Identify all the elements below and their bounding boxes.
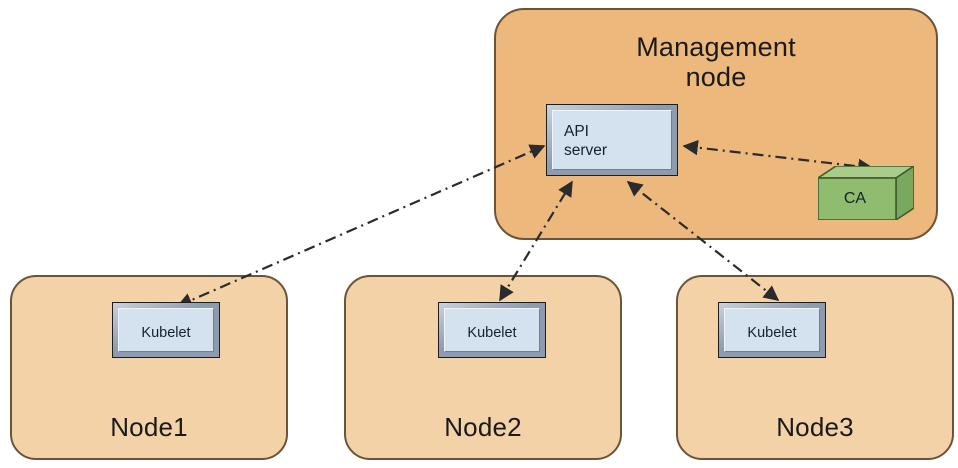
management-node-title-line2: node: [685, 62, 747, 93]
kubelet-label-node2: Kubelet: [467, 325, 517, 341]
ca-label: CA: [843, 190, 867, 207]
connector-node1-api-server: [176, 144, 546, 308]
kubelet-box-inner-node2: Kubelet: [444, 308, 540, 352]
kubelet-box-inner-node1: Kubelet: [118, 308, 214, 352]
management-node-title-line1: Management: [636, 32, 796, 62]
kubelet-box-node2[interactable]: Kubelet: [438, 302, 546, 358]
connector-node2-api-server: [499, 180, 573, 302]
worker-node-label-2: Node2: [444, 411, 522, 442]
kubelet-box-inner-node3: Kubelet: [724, 308, 820, 352]
kubelet-label-node1: Kubelet: [141, 325, 191, 341]
api-server-label-line2: server: [564, 141, 608, 159]
ca-cuboid-icon: [815, 164, 917, 222]
worker-node-label-1: Node1: [110, 411, 188, 442]
kubelet-box-node1[interactable]: Kubelet: [112, 302, 220, 358]
kubelet-box-node3[interactable]: Kubelet: [718, 302, 826, 358]
api-server-label-line1: API: [564, 123, 589, 140]
kubelet-label-node3: Kubelet: [747, 325, 797, 341]
worker-node-label-3: Node3: [776, 411, 854, 442]
connector-node3-api-server: [626, 181, 780, 301]
connector-api-server-ca: [682, 139, 874, 175]
ca-box[interactable]: CA: [815, 164, 917, 222]
